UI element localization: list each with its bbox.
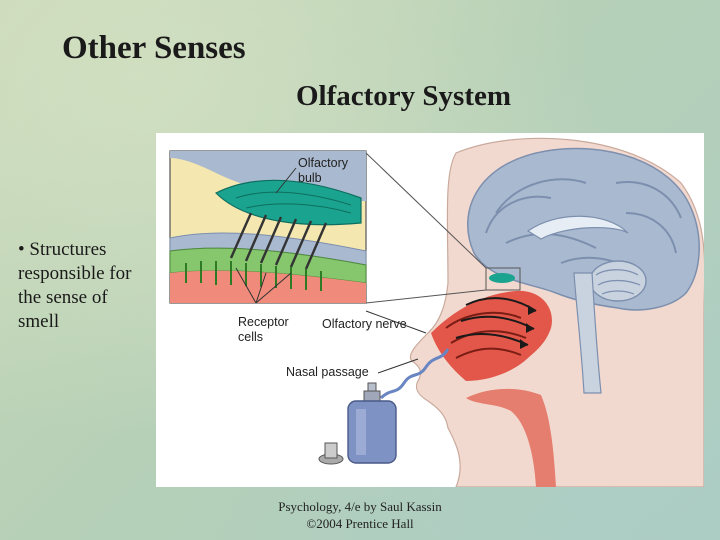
olfactory-bulb-small	[489, 273, 515, 283]
footer-line-1: Psychology, 4/e by Saul Kassin	[278, 499, 442, 514]
label-pointers	[235, 167, 427, 374]
label-receptor-cells: Receptor	[238, 315, 289, 329]
label-receptor-cells-2: cells	[238, 330, 263, 344]
label-olfactory-bulb: Olfactory	[298, 156, 349, 170]
throat	[466, 388, 556, 487]
perfume-bottle	[318, 382, 397, 465]
bullet-text: • Structures responsible for the sense o…	[18, 239, 132, 332]
inset-closeup	[169, 150, 367, 304]
airflow-arrowhead	[520, 339, 528, 349]
label-olfactory-nerve: Olfactory nerve	[322, 317, 407, 331]
label-nasal-passage: Nasal passage	[286, 365, 369, 379]
corpus-callosum	[526, 215, 629, 240]
brain-stem	[573, 272, 602, 394]
slide-subtitle: Olfactory System	[296, 80, 512, 112]
zoom-lines	[365, 152, 487, 304]
airflow-arrowhead	[526, 323, 534, 333]
slide-title: Other Senses	[62, 30, 246, 66]
bulb-highlight-box	[485, 267, 521, 291]
scent-wave	[379, 348, 450, 400]
footer-line-2: ©2004 Prentice Hall	[306, 516, 414, 531]
slide-footer: Psychology, 4/e by Saul Kassin ©2004 Pre…	[240, 498, 480, 532]
nasal-cavity	[431, 290, 552, 381]
olfactory-diagram: Olfactory bulb Receptor cells Olfactory …	[156, 133, 704, 487]
nasal-turbinates	[445, 311, 527, 359]
airflow-arrowhead	[528, 305, 536, 315]
cerebellum-folds	[595, 269, 641, 295]
label-olfactory-bulb-2: bulb	[298, 171, 322, 185]
